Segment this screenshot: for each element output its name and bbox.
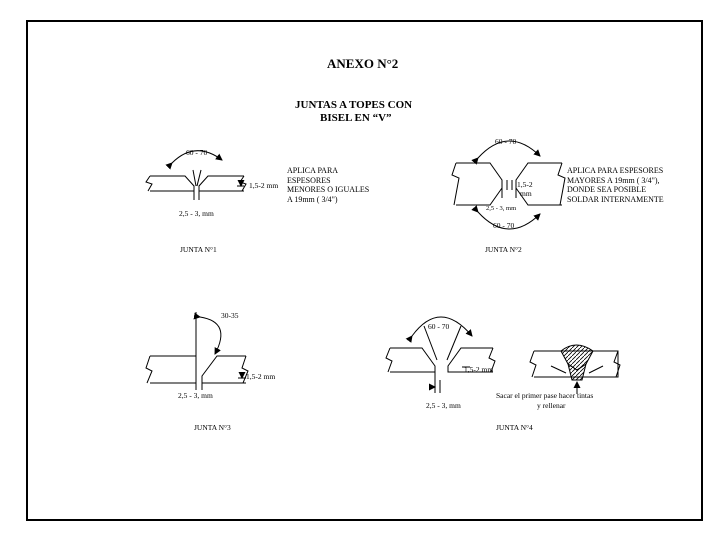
junta4-gap-bottom-label: 2,5 - 3, mm xyxy=(426,401,461,410)
junta2-gap-top-label-1: 1,5-2 xyxy=(517,180,533,189)
junta2-note-line: APLICA PARA ESPESORES xyxy=(567,166,664,175)
junta1-name: JUNTA N°1 xyxy=(180,245,217,254)
page-frame xyxy=(26,20,703,521)
junta3-name: JUNTA N°3 xyxy=(194,423,231,432)
junta3-drawing xyxy=(145,312,249,390)
junta1-drawing xyxy=(145,150,247,200)
junta2-note: APLICA PARA ESPESORES MAYORES A 19mm ( 3… xyxy=(567,166,664,204)
junta2-gap-bottom-label: 2,5 - 3, mm xyxy=(486,205,517,212)
page-title: ANEXO N°2 xyxy=(327,56,399,71)
subtitle-line1: JUNTAS A TOPES CON xyxy=(295,99,413,111)
junta3-angle-label: 30-35 xyxy=(221,311,239,320)
junta2-note-line: DONDE SEA POSIBLE xyxy=(567,185,647,194)
junta4-name: JUNTA N°4 xyxy=(496,423,533,432)
junta1-gap-bottom-label: 2,5 - 3, mm xyxy=(179,209,214,218)
junta4-note-line2: y rellenar xyxy=(537,401,566,410)
junta2-angle-bottom-label: 60 - 70 xyxy=(493,221,515,230)
junta3-gap-top-label: 1,5-2 mm xyxy=(246,372,276,381)
junta2-note-line: MAYORES A 19mm ( 3/4"), xyxy=(567,175,660,185)
junta1-note-line: APLICA PARA xyxy=(287,166,339,175)
junta1-note-line: MENORES O IGUALES xyxy=(287,185,370,194)
junta2-note-line: SOLDAR INTERNAMENTE xyxy=(567,194,664,204)
junta1-note-line: ESPESORES xyxy=(287,175,331,185)
junta2-angle-top-label: 60 - 70 xyxy=(495,137,517,146)
junta1-angle-label: 60 - 70 xyxy=(186,148,208,157)
junta2-gap-top-label-2: mm xyxy=(520,189,532,198)
junta1-note-line: A 19mm ( 3/4") xyxy=(287,194,338,204)
junta4-angle-label: 60 - 70 xyxy=(428,322,450,331)
junta2-drawing xyxy=(451,140,566,230)
junta1-gap-top-label: 1,5-2 mm xyxy=(249,181,279,190)
subtitle-line2: BISEL EN “V” xyxy=(320,112,392,124)
junta4-gap-top-label: 1,5-2 mm xyxy=(464,365,494,374)
junta3-gap-bottom-label: 2,5 - 3, mm xyxy=(178,391,213,400)
junta4-note-line1: Sacar el primer pase hacer tintas xyxy=(496,391,594,400)
junta4-drawing xyxy=(385,316,621,394)
junta1-note: APLICA PARA ESPESORES MENORES O IGUALES … xyxy=(287,166,369,204)
junta2-name: JUNTA N°2 xyxy=(485,245,522,254)
